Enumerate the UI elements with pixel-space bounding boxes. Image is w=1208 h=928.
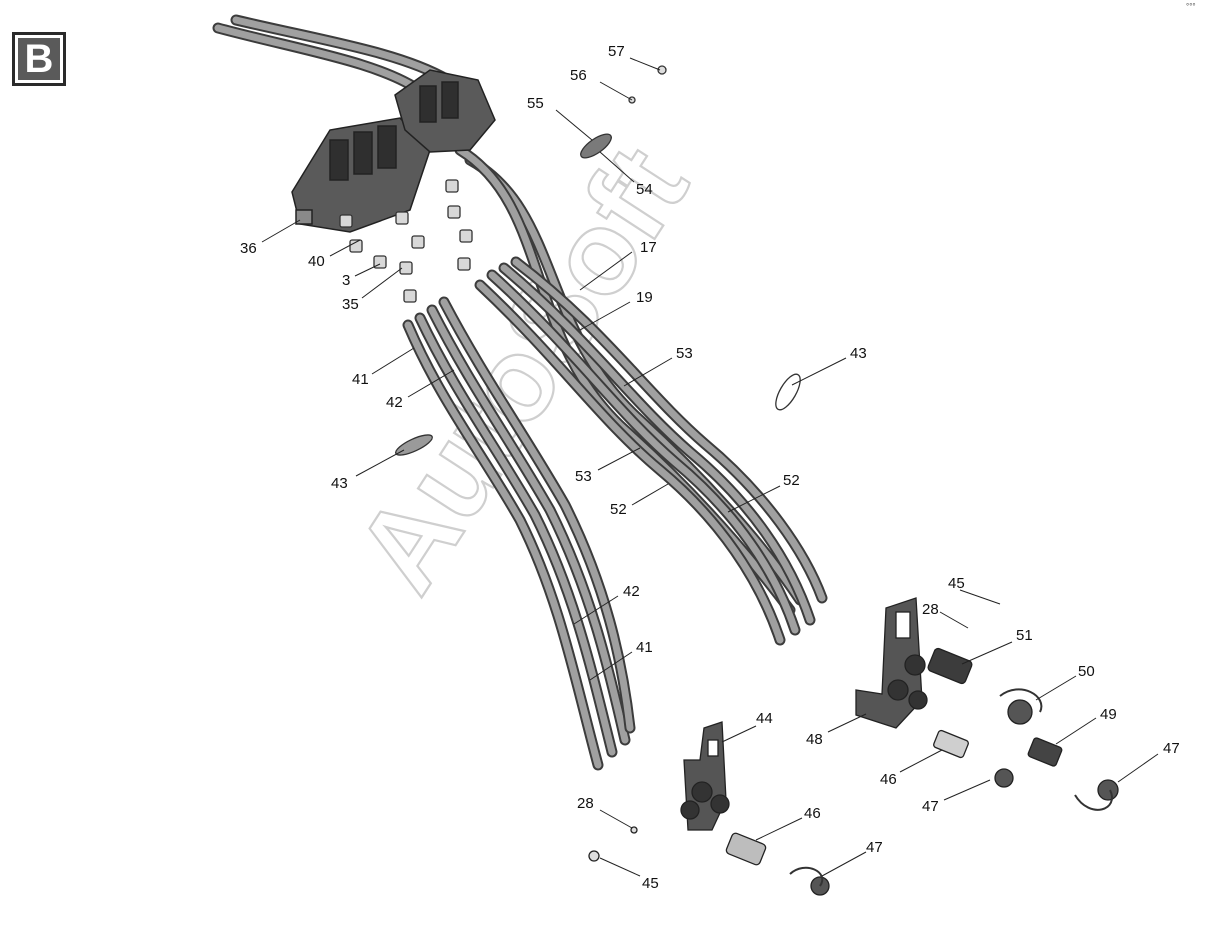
coupler-51 <box>927 647 973 685</box>
hose-bundles <box>212 14 828 771</box>
hoses-52-53 <box>474 256 828 646</box>
callout-17: 17 <box>640 239 657 256</box>
callout-46: 46 <box>880 771 897 788</box>
cap-47-mid <box>994 768 1014 788</box>
callout-55: 55 <box>527 95 544 112</box>
callout-50: 50 <box>1078 663 1095 680</box>
callout-42: 42 <box>386 394 403 411</box>
callout-28: 28 <box>577 795 594 812</box>
callout-47: 47 <box>922 798 939 815</box>
callout-54: 54 <box>636 181 653 198</box>
corner-mark: °°° <box>1186 2 1196 11</box>
clamp-hardware <box>580 65 667 159</box>
callout-46: 46 <box>804 805 821 822</box>
cap-47-left <box>789 866 830 896</box>
valve-assembly <box>291 69 496 233</box>
callout-48: 48 <box>806 731 823 748</box>
callout-41: 41 <box>636 639 653 656</box>
callout-56: 56 <box>570 67 587 84</box>
callout-41: 41 <box>352 371 369 388</box>
callout-43: 43 <box>331 475 348 492</box>
callout-43: 43 <box>850 345 867 362</box>
cap-50 <box>999 688 1043 725</box>
callout-47: 47 <box>1163 740 1180 757</box>
callout-57: 57 <box>608 43 625 60</box>
callout-45: 45 <box>948 575 965 592</box>
right-bracket-assembly <box>855 597 1119 811</box>
callout-19: 19 <box>636 289 653 306</box>
callout-3: 3 <box>342 272 350 289</box>
callout-49: 49 <box>1100 706 1117 723</box>
leader-lines <box>261 57 1159 877</box>
callout-28: 28 <box>922 601 939 618</box>
callout-52: 52 <box>783 472 800 489</box>
callout-35: 35 <box>342 296 359 313</box>
callout-52: 52 <box>610 501 627 518</box>
callout-44: 44 <box>756 710 773 727</box>
callout-42: 42 <box>623 583 640 600</box>
coupler-46-right <box>933 729 969 759</box>
callout-51: 51 <box>1016 627 1033 644</box>
coupler-46-left <box>725 832 767 866</box>
section-badge: B <box>12 32 66 86</box>
callout-40: 40 <box>308 253 325 270</box>
cap-47-right <box>1074 779 1119 811</box>
coupler-49 <box>1027 737 1063 767</box>
callout-36: 36 <box>240 240 257 257</box>
callout-53: 53 <box>575 468 592 485</box>
hose-ties <box>395 373 801 456</box>
callout-labels: 57 56 55 54 36 40 3 35 17 19 53 43 41 42 43 53 52 52 45 28 5… <box>240 43 1180 892</box>
callout-45: 45 <box>642 875 659 892</box>
left-bracket-assembly <box>588 721 830 896</box>
fittings <box>339 179 473 303</box>
callout-53: 53 <box>676 345 693 362</box>
callout-47: 47 <box>866 839 883 856</box>
section-badge-label: B <box>18 38 60 80</box>
